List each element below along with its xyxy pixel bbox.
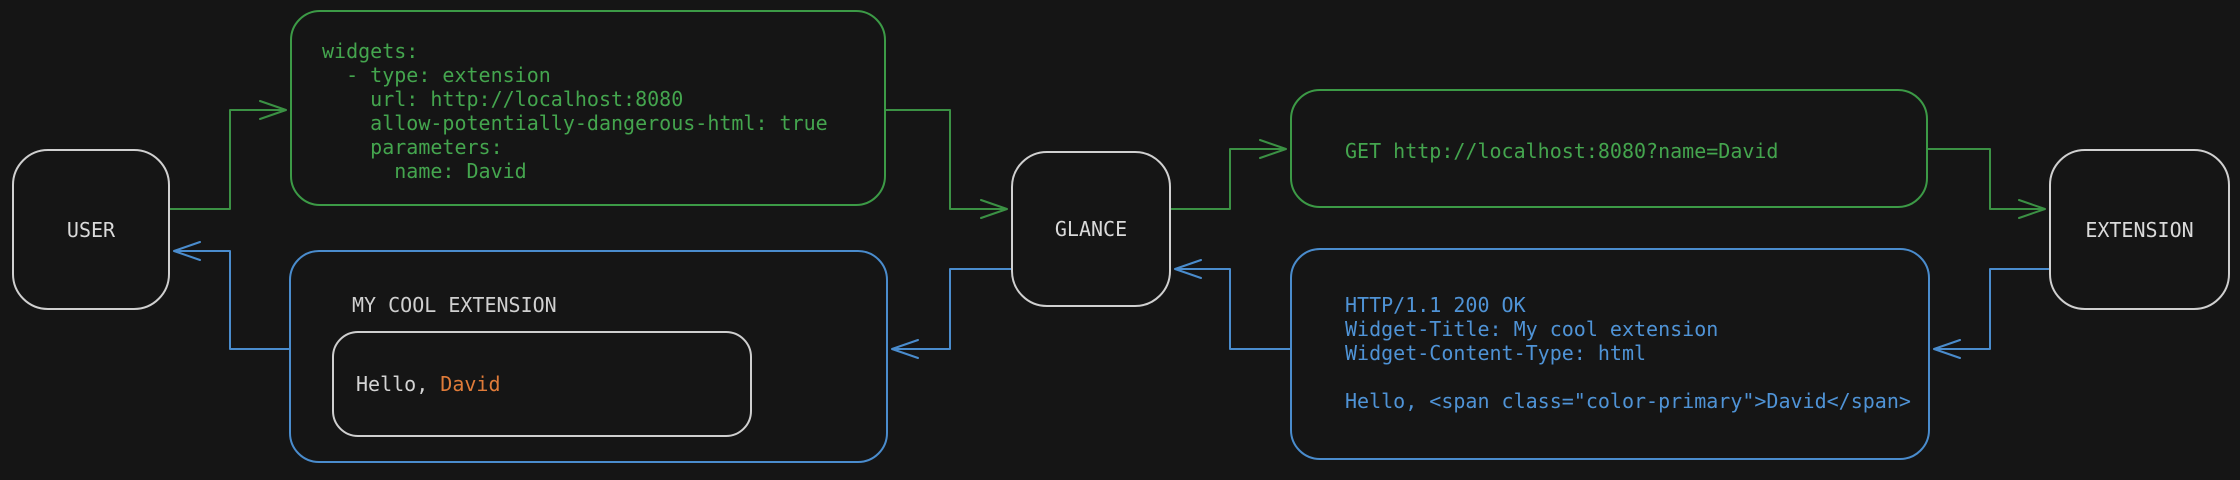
arrow-config-to-glance (885, 109, 1008, 219)
config-yaml-code: widgets: - type: extension url: http://l… (322, 39, 828, 183)
arrow-glance-to-request (1170, 139, 1287, 210)
widget-title: MY COOL EXTENSION (352, 293, 557, 317)
http-request-code: GET http://localhost:8080?name=David (1345, 139, 1779, 163)
arrow-extension-to-response (1933, 268, 2050, 359)
http-response-box: HTTP/1.1 200 OK Widget-Title: My cool ex… (1290, 248, 1930, 460)
greeting-name: David (440, 372, 501, 396)
arrow-response-to-glance (1174, 259, 1291, 350)
arrow-request-to-extension (1927, 148, 2046, 219)
user-node-label: USER (66, 217, 116, 242)
widget-content-frame: Hello, David (332, 331, 752, 437)
arrow-widget-to-user (173, 241, 290, 350)
glance-node: GLANCE (1011, 151, 1171, 307)
widget-preview-box: MY COOL EXTENSION Hello, David (289, 250, 888, 463)
extension-node: EXTENSION (2049, 149, 2230, 310)
greeting-text: Hello, David (356, 372, 501, 396)
arrow-glance-to-widget (891, 268, 1012, 359)
greeting-prefix: Hello, (356, 372, 441, 396)
http-request-box: GET http://localhost:8080?name=David (1290, 89, 1928, 208)
extension-node-label: EXTENSION (2085, 217, 2194, 242)
glance-node-label: GLANCE (1054, 217, 1128, 241)
config-yaml-box: widgets: - type: extension url: http://l… (290, 10, 886, 206)
user-node: USER (12, 149, 170, 310)
arrow-user-to-config (169, 100, 287, 210)
http-response-code: HTTP/1.1 200 OK Widget-Title: My cool ex… (1345, 293, 1911, 413)
